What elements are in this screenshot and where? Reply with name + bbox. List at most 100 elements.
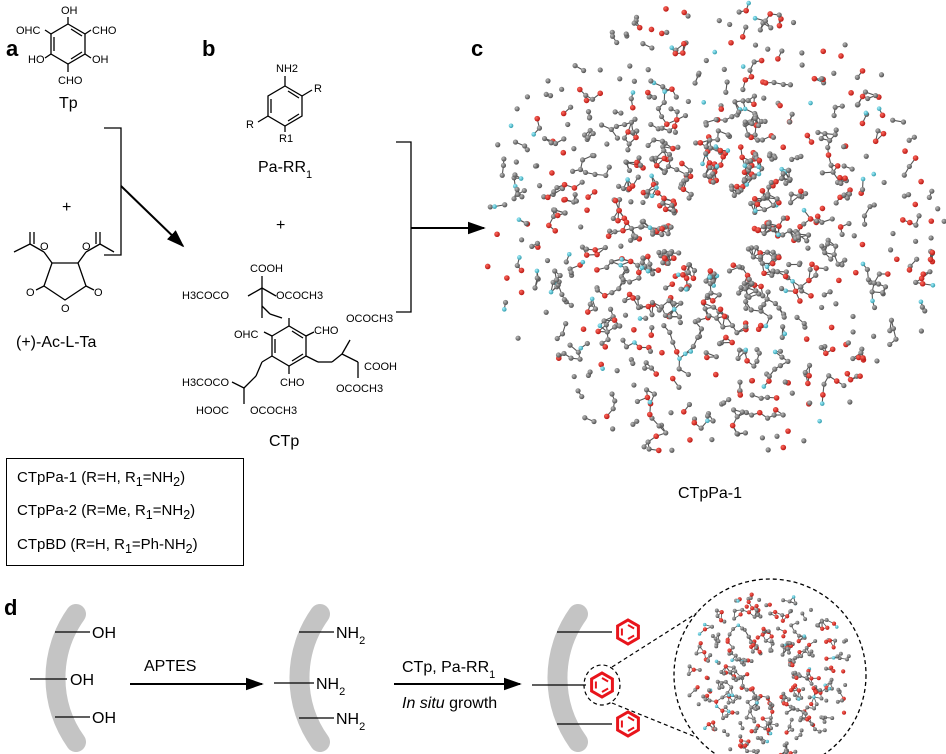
- framework-c-oxygen-atom: [756, 157, 763, 164]
- framework-c-nitrogen-atom: [756, 164, 761, 170]
- framework-c-oxygen-atom: [899, 217, 906, 223]
- ta-o-ester-right: O: [82, 241, 91, 253]
- framework-c-carbon-atom: [599, 340, 605, 346]
- framework-c-oxygen-atom: [776, 22, 783, 29]
- framework-c-oxygen-atom: [820, 48, 827, 55]
- framework-c-carbon-atom: [661, 169, 668, 176]
- framework-c-carbon-atom: [704, 292, 711, 299]
- framework-c-carbon-atom: [831, 70, 837, 76]
- framework-c-oxygen-atom: [744, 358, 750, 364]
- framework-c-carbon-atom: [613, 123, 620, 129]
- framework-c-carbon-atom: [707, 137, 713, 143]
- framework-d-oxygen-atom: [831, 668, 836, 674]
- framework-c-carbon-atom: [890, 230, 896, 237]
- framework-d-carbon-atom: [804, 645, 809, 650]
- framework-c-oxygen-atom: [704, 354, 710, 361]
- framework-c-carbon-atom: [730, 407, 737, 413]
- framework-d-carbon-atom: [846, 654, 851, 659]
- framework-d-carbon-atom: [795, 620, 800, 625]
- ta-o-ring: O: [61, 303, 70, 315]
- framework-c-carbon-atom: [571, 145, 577, 152]
- framework-d-carbon-atom: [759, 736, 764, 741]
- framework-c-oxygen-atom: [623, 219, 630, 226]
- framework-d-carbon-atom: [707, 698, 712, 703]
- framework-c-oxygen-atom: [673, 116, 680, 123]
- framework-d-oxygen-atom: [841, 710, 847, 715]
- framework-c-carbon-atom: [737, 379, 743, 385]
- framework-c-carbon-atom: [770, 202, 776, 208]
- framework-c-carbon-atom: [745, 97, 751, 104]
- framework-c-carbon-atom: [804, 238, 810, 244]
- framework-c-carbon-atom: [846, 191, 853, 197]
- framework-c-nitrogen-atom: [746, 0, 751, 6]
- framework-c-carbon-atom: [838, 180, 844, 187]
- framework-c-carbon-atom: [893, 336, 899, 342]
- framework-c-carbon-atom: [667, 250, 673, 257]
- framework-d-carbon-atom: [830, 716, 835, 721]
- framework-d-oxygen-atom: [760, 632, 765, 637]
- framework-d-carbon-atom: [722, 619, 727, 624]
- framework-c-carbon-atom: [740, 86, 746, 93]
- framework-d-oxygen-atom: [841, 669, 846, 674]
- framework-c-carbon-atom: [673, 94, 679, 100]
- framework-c-carbon-atom: [575, 388, 581, 394]
- framework-c-carbon-atom: [669, 202, 675, 208]
- framework-c-oxygen-atom: [669, 375, 676, 382]
- framework-c-oxygen-atom: [893, 256, 900, 263]
- framework-c-carbon-atom: [519, 237, 525, 243]
- framework-c-oxygen-atom: [859, 120, 866, 127]
- framework-c-carbon-atom: [523, 220, 529, 227]
- framework-c-oxygen-atom: [625, 129, 631, 135]
- framework-c-carbon-atom: [913, 238, 919, 244]
- framework-d-carbon-atom: [733, 653, 738, 658]
- framework-d-carbon-atom: [787, 724, 792, 729]
- framework-c-nitrogen-atom: [860, 261, 866, 267]
- framework-c-carbon-atom: [653, 155, 659, 161]
- framework-d-oxygen-atom: [738, 738, 744, 743]
- framework-d-oxygen-atom: [813, 690, 819, 695]
- framework-c-nitrogen-atom: [776, 232, 781, 238]
- framework-c-oxygen-atom: [780, 144, 786, 151]
- red-ring-1: [616, 618, 640, 646]
- framework-c-carbon-atom: [914, 256, 920, 262]
- framework-c-carbon-atom: [813, 272, 819, 278]
- pa-rr1-structure: NH2 R R R1: [246, 63, 322, 145]
- framework-c-nitrogen-atom: [516, 217, 522, 222]
- framework-d-carbon-atom: [780, 652, 785, 657]
- framework-c-carbon-atom: [734, 330, 740, 336]
- framework-c-carbon-atom: [724, 79, 730, 85]
- panel-b-letter: b: [202, 36, 215, 61]
- framework-c-oxygen-atom: [777, 102, 783, 109]
- framework-d-carbon-atom: [755, 735, 760, 740]
- framework-c-carbon-atom: [686, 195, 692, 201]
- framework-d-nitrogen-atom: [791, 595, 796, 599]
- framework-c-carbon-atom: [685, 13, 691, 19]
- framework-c-carbon-atom: [845, 340, 851, 346]
- framework-d-oxygen-atom: [725, 639, 730, 644]
- framework-c-carbon-atom: [786, 261, 792, 268]
- oh-label-2: OH: [70, 672, 94, 689]
- arrow-a-to-b: [120, 185, 185, 248]
- framework-c-oxygen-atom: [653, 433, 659, 440]
- framework-c-carbon-atom: [855, 101, 861, 108]
- framework-c-carbon-atom: [770, 226, 776, 232]
- framework-d-nitrogen-atom: [726, 709, 731, 714]
- framework-d-carbon-atom: [798, 718, 803, 723]
- framework-c-oxygen-atom: [729, 422, 736, 429]
- framework-c-carbon-atom: [676, 314, 683, 320]
- framework-c-carbon-atom: [612, 109, 618, 115]
- framework-c-carbon-atom: [636, 155, 642, 161]
- framework-c-carbon-atom: [676, 366, 682, 372]
- framework-c-carbon-atom: [913, 222, 919, 228]
- framework-c-carbon-atom: [620, 337, 626, 343]
- framework-c-carbon-atom: [692, 80, 698, 86]
- framework-c-nitrogen-atom: [682, 351, 688, 357]
- framework-c-carbon-atom: [768, 25, 774, 31]
- framework-c-carbon-atom: [842, 257, 848, 263]
- framework-c-carbon-atom: [513, 159, 519, 165]
- framework-c-carbon-atom: [591, 153, 597, 159]
- framework-d-carbon-atom: [807, 652, 812, 657]
- framework-d-carbon-atom: [835, 654, 840, 659]
- framework-c-carbon-atom: [841, 144, 847, 150]
- framework-c-carbon-atom: [604, 264, 610, 270]
